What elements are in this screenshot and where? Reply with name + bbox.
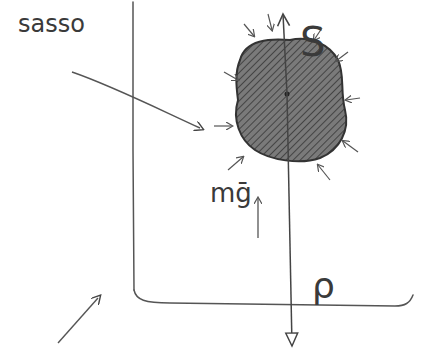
force-label: S [300,22,325,62]
container [133,2,413,306]
stone [236,39,346,162]
thrust-arrow [283,14,287,94]
weight-arrow [287,94,292,346]
container-pointer [58,298,98,343]
pressure-arrows [214,14,360,180]
force-label: mḡ [210,180,252,206]
object-label: sasso [18,12,85,36]
pressure-arrow [257,198,258,238]
density-label: ρ [312,268,335,304]
stone-pointer [72,72,200,128]
